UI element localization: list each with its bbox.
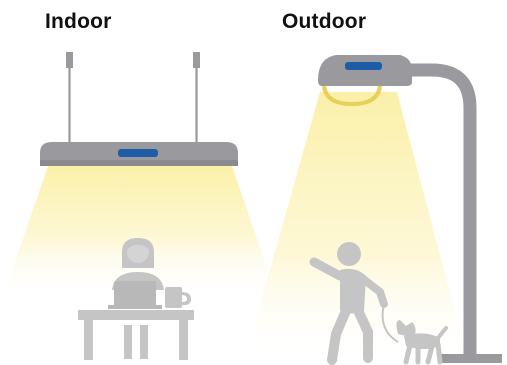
sensor-indicator xyxy=(118,149,158,157)
indoor-scene xyxy=(2,52,278,360)
outdoor-light-beam xyxy=(244,92,468,362)
desk-icon xyxy=(78,310,194,360)
outdoor-scene xyxy=(244,55,502,363)
pendant-linear-light-icon xyxy=(40,142,238,166)
suspension-cables xyxy=(66,52,200,142)
sensor-indicator-outdoor xyxy=(345,62,382,70)
